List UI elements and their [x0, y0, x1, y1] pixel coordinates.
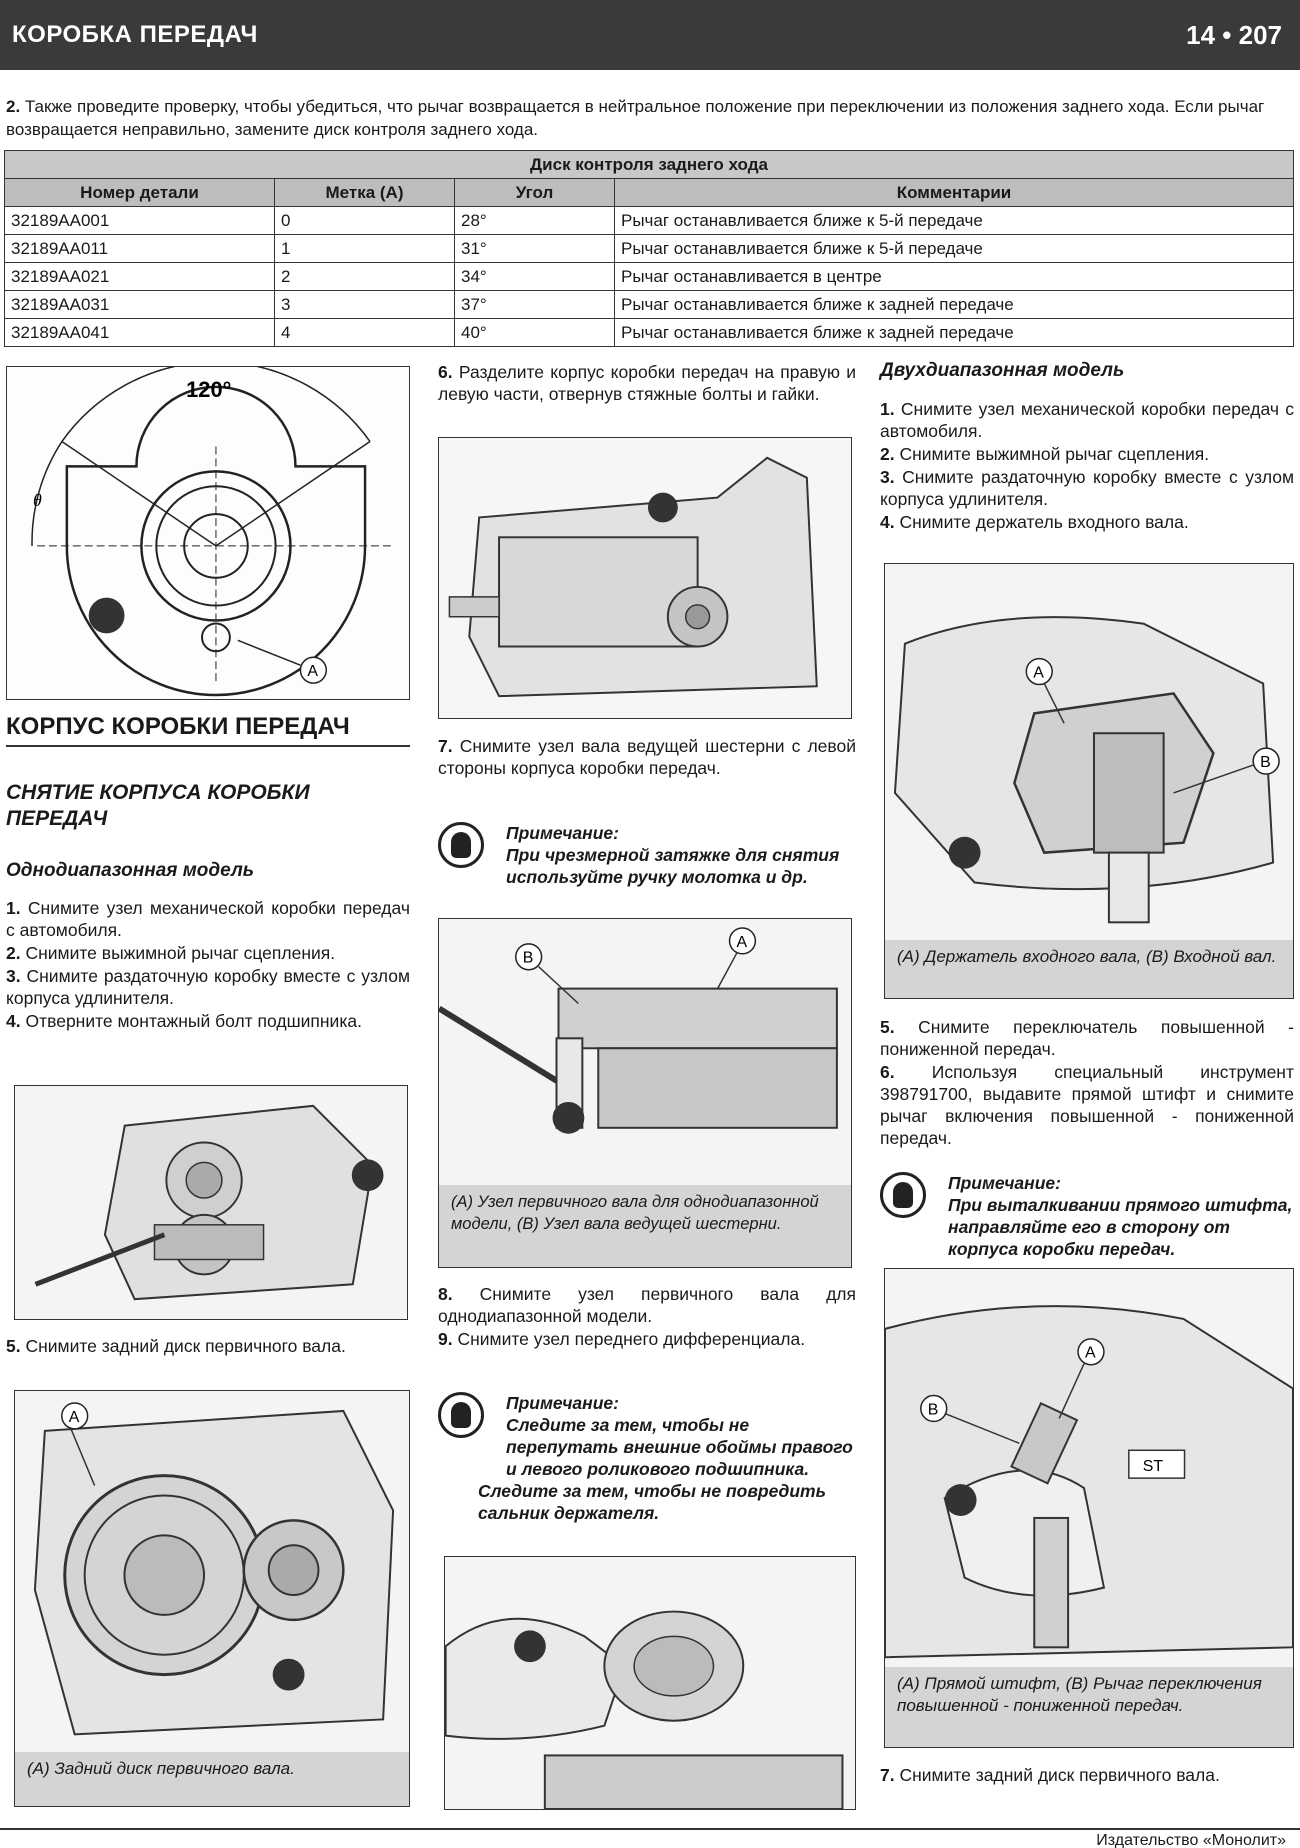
subsection-heading: СНЯТИЕ КОРПУСА КОРОБКИ ПЕРЕДАЧ — [6, 781, 310, 830]
footer-rule — [0, 1828, 1300, 1830]
rear-disc-figure: A (A) Задний диск первичного вала. — [14, 1390, 410, 1807]
section-heading: КОРПУС КОРОБКИ ПЕРЕДАЧ — [6, 713, 410, 747]
callout-a: A — [69, 1409, 80, 1426]
warning-badge-icon — [552, 1101, 585, 1134]
step-item: 1. Снимите узел механической коробки пер… — [6, 898, 410, 940]
step-item: 9. Снимите узел переднего дифференциала. — [438, 1329, 806, 1349]
note-bulb-icon — [438, 822, 484, 868]
step-item: 3. Снимите раздаточную коробку вместе с … — [880, 467, 1294, 509]
theta-label: θ — [33, 490, 42, 510]
figure-caption: (A) Узел первичного вала для однодиапазо… — [439, 1185, 851, 1267]
step-item: 5. Снимите задний диск первичного вала. — [6, 1336, 346, 1356]
step-item: 6. Разделите корпус коробки передач на п… — [438, 362, 856, 404]
warning-badge-icon — [514, 1630, 546, 1663]
callout-b: B — [1260, 754, 1271, 771]
step-item: 7. Снимите задний диск первичного вала. — [880, 1765, 1220, 1785]
model-heading: Двухдиапазонная модель — [880, 360, 1125, 381]
note-block: Примечание: Следите за тем, чтобы не пер… — [438, 1392, 856, 1524]
table-header: Комментарии — [614, 178, 1294, 207]
angle-label: 120° — [186, 377, 231, 402]
model-heading: Однодиапазонная модель — [6, 860, 255, 881]
callout-b: B — [523, 950, 534, 967]
col1-steps: 1. Снимите узел механической коробки пер… — [6, 897, 410, 1033]
col2-step6: 6. Разделите корпус коробки передач на п… — [438, 361, 856, 406]
col3-step7: 7. Снимите задний диск первичного вала. — [880, 1764, 1294, 1787]
section-title: КОРОБКА ПЕРЕДАЧ — [12, 21, 258, 48]
differential-figure — [444, 1556, 856, 1810]
note-bulb-icon — [880, 1172, 926, 1218]
callout-a: A — [1085, 1345, 1096, 1362]
step-item: 4. Снимите держатель входного вала. — [880, 512, 1189, 532]
special-tool-label: ST — [1143, 1458, 1164, 1475]
table-header: Метка (А) — [274, 178, 455, 207]
intro-paragraph: 2. Также проведите проверку, чтобы убеди… — [6, 95, 1296, 141]
intro-step-number: 2. — [6, 97, 21, 116]
note-bulb-icon — [438, 1392, 484, 1438]
intro-text: Также проведите проверку, чтобы убедитьс… — [6, 97, 1265, 139]
col2-steps-8-9: 8. Снимите узел первичного вала для одно… — [438, 1283, 856, 1351]
page-header: КОРОБКА ПЕРЕДАЧ 14 • 207 — [0, 0, 1300, 70]
step-item: 5. Снимите переключатель повышенной - по… — [880, 1017, 1294, 1059]
step-item: 7. Снимите узел вала ведущей шестерни с … — [438, 736, 856, 778]
table-header: Номер детали — [4, 178, 275, 207]
figure-caption: (A) Держатель входного вала, (B) Входной… — [885, 940, 1293, 998]
bearing-bolt-figure — [14, 1085, 408, 1320]
table-header: Угол — [454, 178, 615, 207]
step-item: 1. Снимите узел механической коробки пер… — [880, 399, 1294, 441]
callout-a: A — [736, 934, 747, 951]
col1-step5: 5. Снимите задний диск первичного вала. — [6, 1335, 410, 1358]
note-block: Примечание: При чрезмерной затяжке для с… — [438, 822, 856, 888]
shaft-assembly-figure: B A (A) Узел первичного вала для однодиа… — [438, 918, 852, 1268]
disc-diagram-svg: 120° θ A — [31, 367, 395, 697]
warning-badge-icon — [88, 597, 125, 634]
publisher-footer: Издательство «Монолит» — [1096, 1832, 1286, 1848]
step-item: 2. Снимите выжимной рычаг сцепления. — [6, 943, 336, 963]
input-shaft-holder-figure: A B (A) Держатель входного вала, (B) Вхо… — [884, 563, 1294, 999]
callout-a: A — [307, 663, 318, 680]
figure-caption: (A) Задний диск первичного вала. — [15, 1752, 409, 1806]
warning-badge-icon — [647, 492, 678, 523]
step-item: 6. Используя специальный инструмент 3987… — [880, 1062, 1294, 1148]
col3-steps: 1. Снимите узел механической коробки пер… — [880, 398, 1294, 534]
figure-caption: (A) Прямой штифт, (B) Рычаг переключения… — [885, 1667, 1293, 1747]
disc-diagram: 120° θ A — [6, 366, 410, 700]
note-block: Примечание: При выталкивании прямого шти… — [880, 1172, 1294, 1260]
col3-steps-5-6: 5. Снимите переключатель повышенной - по… — [880, 1016, 1294, 1150]
step-item: 2. Снимите выжимной рычаг сцепления. — [880, 444, 1210, 464]
warning-badge-icon — [948, 836, 981, 869]
reverse-check-table: Диск контроля заднего хода Номер детали … — [4, 150, 1294, 347]
step-item: 8. Снимите узел первичного вала для одно… — [438, 1284, 856, 1326]
callout-b: B — [928, 1401, 939, 1418]
warning-badge-icon — [272, 1658, 305, 1691]
warning-badge-icon — [944, 1484, 977, 1516]
col2-step7: 7. Снимите узел вала ведущей шестерни с … — [438, 735, 856, 780]
step-item: 3. Снимите раздаточную коробку вместе с … — [6, 966, 410, 1008]
case-split-figure — [438, 437, 852, 719]
step-item: 4. Отверните монтажный болт подшипника. — [6, 1011, 362, 1031]
page-number: 14 • 207 — [1186, 19, 1282, 50]
callout-a: A — [1033, 665, 1044, 682]
straight-pin-figure: A B ST (A) Прямой штифт, (B) Рычаг перек… — [884, 1268, 1294, 1748]
warning-badge-icon — [351, 1159, 384, 1192]
table-caption: Диск контроля заднего хода — [4, 150, 1294, 179]
